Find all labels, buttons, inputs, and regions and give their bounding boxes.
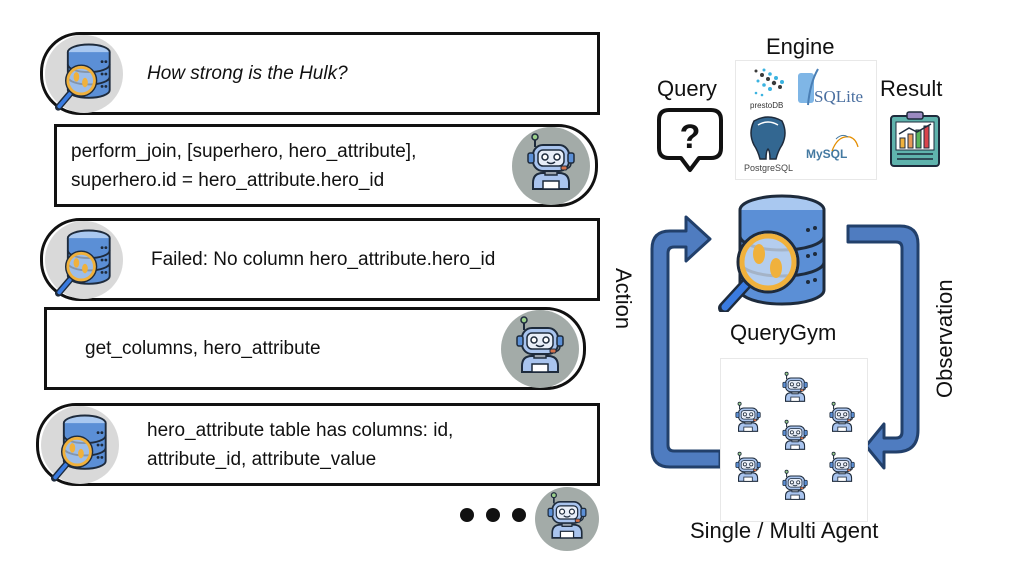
result-label: Result xyxy=(880,76,943,101)
prestodb-logo xyxy=(754,68,784,97)
mysql-text: MySQL xyxy=(806,147,848,161)
environment-avatar xyxy=(41,406,119,484)
message-text: perform_join, [superhero, hero_attribute… xyxy=(71,137,416,195)
robot-icon xyxy=(547,491,587,539)
sqlite-logo xyxy=(798,68,819,106)
database-magnifier-icon xyxy=(41,406,119,484)
robot-icon xyxy=(782,419,808,450)
agent-avatar xyxy=(501,310,579,388)
message-environment: Failed: No column hero_attribute.hero_id xyxy=(40,218,600,301)
postgresql-logo xyxy=(750,116,786,160)
agents-label: Single / Multi Agent xyxy=(690,518,879,543)
message-line: superhero.id = hero_attribute.hero_id xyxy=(71,170,385,191)
ellipsis-dot xyxy=(512,508,526,522)
environment-avatar xyxy=(45,221,123,299)
message-line: How strong is the Hulk? xyxy=(147,63,348,84)
prestodb-text: prestoDB xyxy=(750,101,784,110)
message-line: perform_join, [superhero, hero_attribute… xyxy=(71,141,417,162)
message-agent: perform_join, [superhero, hero_attribute… xyxy=(54,124,598,207)
robot-icon xyxy=(735,401,761,432)
robot-icon xyxy=(735,451,761,482)
robot-icon xyxy=(782,371,808,402)
robot-icon xyxy=(782,469,808,500)
message-text: get_columns, hero_attribute xyxy=(85,334,321,363)
robot-icon xyxy=(829,401,855,432)
result-report-icon xyxy=(890,111,940,167)
message-text: Failed: No column hero_attribute.hero_id xyxy=(151,245,495,274)
message-line: attribute_id, attribute_value xyxy=(147,449,377,470)
mysql-dolphin-logo xyxy=(831,134,859,152)
action-arrow xyxy=(650,215,722,469)
engine-label: Engine xyxy=(766,34,835,59)
postgresql-text: PostgreSQL xyxy=(744,163,794,173)
message-environment: How strong is the Hulk? xyxy=(40,32,600,115)
observation-arrow xyxy=(846,224,920,470)
database-magnifier-icon xyxy=(45,35,123,113)
message-text: How strong is the Hulk? xyxy=(147,59,348,88)
ellipsis-dot xyxy=(460,508,474,522)
agent-avatar xyxy=(512,127,590,205)
sqlite-text: SQLite xyxy=(814,87,864,106)
observation-label: Observation xyxy=(932,279,957,398)
robot-icon xyxy=(829,451,855,482)
message-text: hero_attribute table has columns: id, at… xyxy=(147,416,453,474)
query-label: Query xyxy=(657,76,717,101)
action-label: Action xyxy=(611,268,636,330)
message-agent: get_columns, hero_attribute xyxy=(44,307,586,390)
ellipsis-dot xyxy=(486,508,500,522)
environment-avatar xyxy=(45,35,123,113)
svg-text:?: ? xyxy=(680,118,701,156)
querygym-label: QueryGym xyxy=(730,320,837,345)
question-bubble-icon: ? xyxy=(657,108,723,172)
robot-icon xyxy=(527,133,575,190)
message-environment: hero_attribute table has columns: id, at… xyxy=(36,403,600,486)
message-line: hero_attribute table has columns: id, xyxy=(147,420,454,441)
agent-avatar xyxy=(535,487,599,551)
continuation-ellipsis xyxy=(460,508,526,522)
engine-logos: prestoDB SQLite PostgreSQL MySQL xyxy=(735,60,877,180)
message-line: Failed: No column hero_attribute.hero_id xyxy=(151,249,496,270)
robot-icon xyxy=(516,316,564,373)
message-line: get_columns, hero_attribute xyxy=(85,338,321,359)
querygym-database-icon xyxy=(718,194,826,312)
agent-cluster xyxy=(720,358,868,522)
database-magnifier-icon xyxy=(45,221,123,299)
